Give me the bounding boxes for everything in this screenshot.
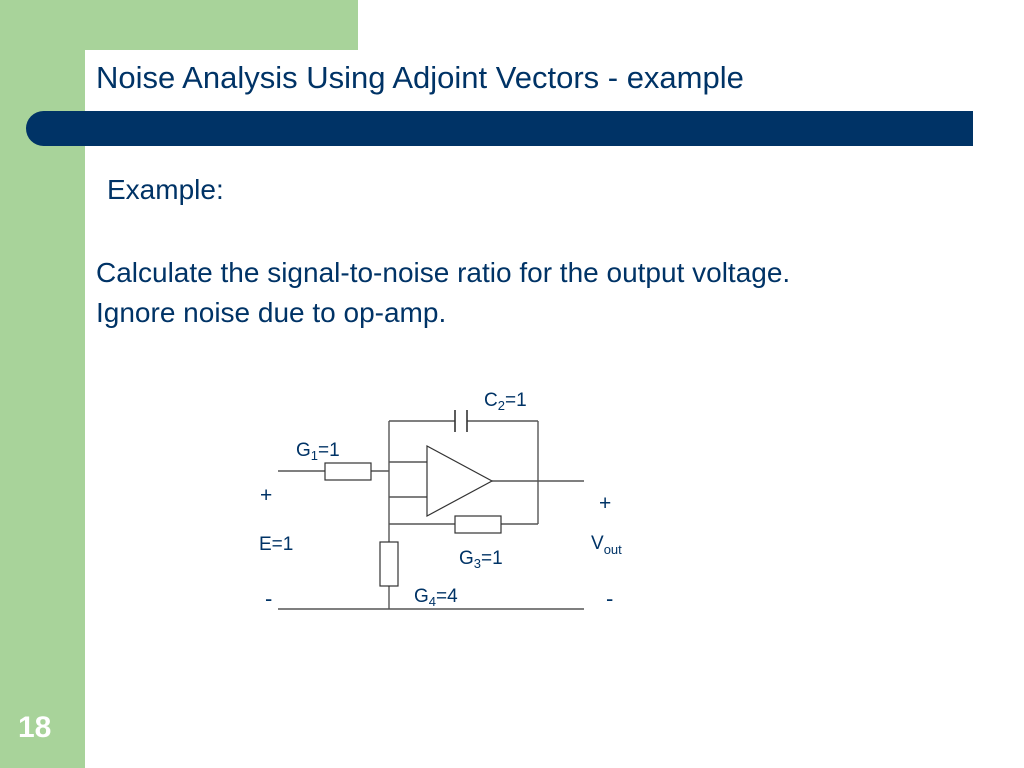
c2-label: C2=1	[484, 390, 527, 413]
circuit-diagram: C2=1 G1=1 G3=1 G4=4 + E=1 - + Vout -	[259, 390, 622, 611]
page-number: 18	[18, 711, 52, 744]
example-heading: Example:	[107, 174, 224, 205]
g4-resistor	[379, 541, 399, 587]
output-plus-sign: +	[599, 492, 611, 515]
output-minus-sign: -	[606, 586, 613, 611]
source-minus-sign: -	[265, 586, 272, 611]
source-label: E=1	[259, 534, 293, 555]
output-voltage-label: Vout	[591, 533, 622, 557]
g3-label: G3=1	[459, 548, 503, 571]
source-plus-sign: +	[260, 484, 272, 507]
g1-label: G1=1	[296, 440, 340, 463]
instruction-line-2: Ignore noise due to op-amp.	[96, 297, 447, 328]
slide-title: Noise Analysis Using Adjoint Vectors - e…	[96, 60, 744, 95]
green-top-band	[0, 0, 358, 50]
instruction-line-1: Calculate the signal-to-noise ratio for …	[96, 257, 791, 288]
g4-label: G4=4	[414, 586, 458, 609]
op-amp-triangle	[426, 444, 494, 518]
g1-resistor	[324, 462, 372, 481]
title-underline-bar	[26, 111, 973, 146]
g3-resistor	[454, 515, 502, 534]
